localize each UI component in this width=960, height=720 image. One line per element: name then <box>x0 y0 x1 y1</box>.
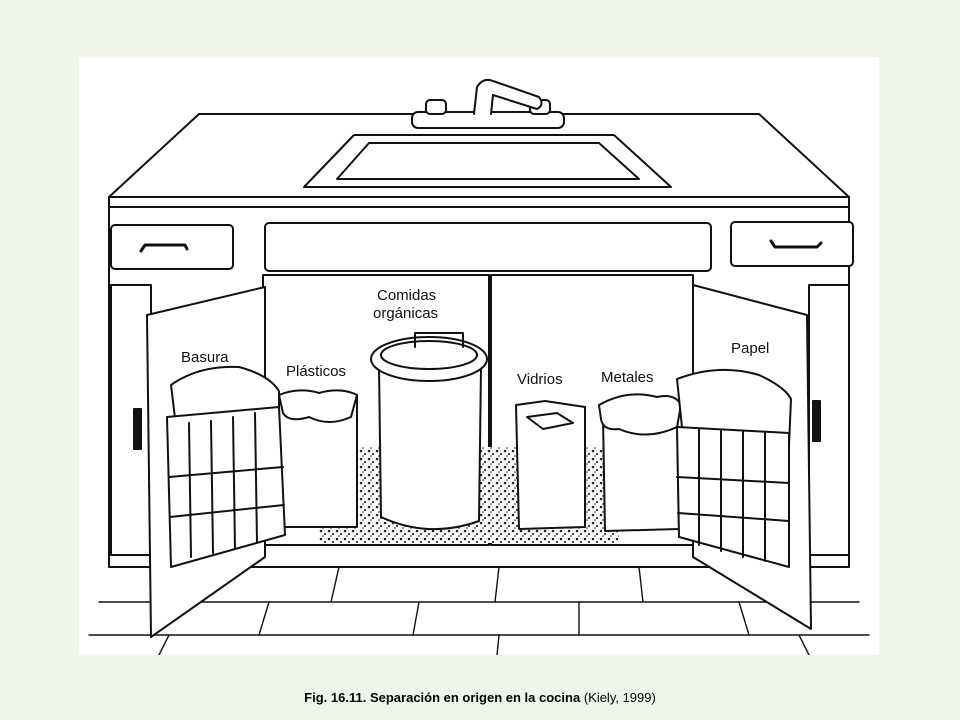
label-papel: Papel <box>731 340 770 357</box>
comidas-organicas-bin <box>370 332 488 531</box>
sink-basin <box>303 134 672 188</box>
metales-bin <box>598 393 682 532</box>
plasticos-bin <box>278 389 358 528</box>
label-comidas-line1: Comidas <box>377 287 437 304</box>
label-comidas-line2: orgánicas <box>373 305 439 322</box>
papel-crate <box>676 368 792 568</box>
basura-crate <box>166 365 286 568</box>
kitchen-sink-illustration: Basura Plásticos Comidas orgánicas Vidri… <box>79 57 879 655</box>
label-vidrios: Vidrios <box>517 371 563 388</box>
caption-figure-number: Fig. 16.11. <box>304 690 367 705</box>
label-metales: Metales <box>601 369 654 386</box>
label-plasticos: Plásticos <box>286 363 347 380</box>
vidrios-bin <box>515 400 586 530</box>
label-basura: Basura <box>181 349 229 366</box>
faucet <box>411 78 565 129</box>
caption-citation: (Kiely, 1999) <box>583 690 656 705</box>
caption-title: Separación en origen en la cocina <box>369 690 581 705</box>
figure-caption: Fig. 16.11. Separación en origen en la c… <box>0 690 960 705</box>
